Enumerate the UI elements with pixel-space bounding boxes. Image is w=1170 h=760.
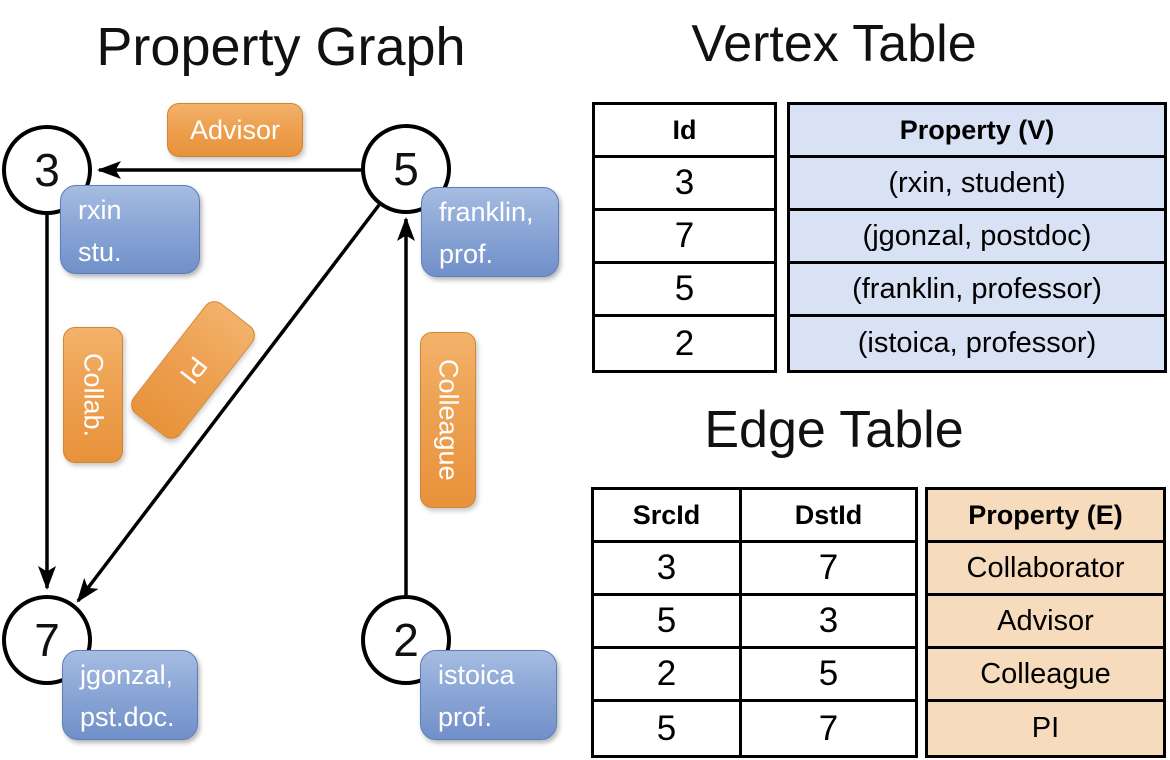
edge-table-header-dstid: DstId [794, 499, 863, 530]
vertex-table-property-cell: (jgonzal, postdoc) [790, 211, 1164, 264]
vertex-prop-line: prof. [439, 239, 494, 269]
edge-label-advisor: Advisor [167, 103, 303, 157]
vertex-prop-line: rxin [78, 195, 122, 225]
vertex-prop-box-franklin: franklin, prof. [421, 187, 559, 277]
edge-table-dstid-cell: 7 [818, 708, 839, 748]
edge-label-text: Colleague [433, 359, 464, 481]
vertex-prop-line: stu. [78, 237, 122, 267]
edge-label-colleague: Colleague [420, 332, 476, 508]
edge-label-text: Collab. [78, 352, 109, 438]
vertex-prop-line: jgonzal, [80, 660, 174, 690]
vertex-prop-box-jgonzal: jgonzal, pst.doc. [62, 650, 198, 740]
edge-table-property-cell: PI [1031, 712, 1060, 744]
vertex-table-id-cell: 3 [595, 158, 774, 211]
edge-table-property-cell: Collaborator [928, 543, 1163, 596]
vertex-table-property-cell: (istoica, professor) [857, 327, 1097, 359]
vertex-prop-line: istoica [438, 660, 515, 690]
vertex-table-id-cell: 2 [674, 323, 695, 363]
edge-label-collab: Collab. [63, 327, 123, 463]
vertex-prop-box-istoica: istoica prof. [420, 650, 557, 740]
vertex-prop-line: franklin, [439, 197, 534, 227]
edge-table-header-srcid: SrcId [594, 490, 742, 540]
vertex-prop-box-rxin: rxin stu. [60, 185, 200, 274]
node-id: 7 [34, 614, 60, 666]
edge-table-dstid-cell: 5 [818, 654, 839, 693]
edge-table-srcid-cell: 2 [594, 649, 742, 699]
edge-label-text: PI [173, 351, 214, 390]
vertex-table-property-cell: (franklin, professor) [790, 264, 1164, 317]
graph-node-3: 3 [2, 125, 92, 215]
vertex-prop-line: prof. [438, 702, 493, 732]
edge-table-dstid-cell: 7 [818, 548, 839, 587]
edge-table-dstid-cell: 3 [818, 601, 839, 640]
edge-table-header-property: Property (E) [928, 490, 1163, 543]
edge-table-property-column: Property (E) Collaborator Advisor Collea… [925, 487, 1166, 758]
node-id: 2 [393, 614, 419, 666]
graph-title: Property Graph [96, 17, 466, 77]
vertex-table-property-column: Property (V) (rxin, student) (jgonzal, p… [787, 102, 1167, 373]
vertex-table-header-property: Property (V) [790, 105, 1164, 158]
vertex-table-id-cell: 5 [595, 264, 774, 317]
vertex-prop-line: pst.doc. [80, 702, 175, 732]
edge-table-src-dst-columns: SrcId DstId 3 7 5 3 2 5 5 7 [591, 487, 918, 758]
edge-table-property-cell: Colleague [928, 649, 1163, 702]
vertex-table-header-id: Id [595, 105, 774, 158]
node-id: 5 [393, 143, 419, 195]
edge-table-title: Edge Table [704, 401, 964, 459]
vertex-table-id-cell: 7 [595, 211, 774, 264]
edge-table-property-cell: Advisor [928, 596, 1163, 649]
vertex-table-title: Vertex Table [691, 15, 977, 73]
edge-label-pi: PI [126, 296, 260, 444]
edge-label-text: Advisor [189, 114, 281, 145]
edge-table-srcid-cell: 5 [594, 596, 742, 646]
edge-table-srcid-cell: 5 [594, 702, 742, 755]
edge-table-srcid-cell: 3 [594, 543, 742, 593]
node-id: 3 [34, 144, 60, 196]
vertex-table-id-column: Id 3 7 5 2 [592, 102, 777, 373]
vertex-table-property-cell: (rxin, student) [790, 158, 1164, 211]
